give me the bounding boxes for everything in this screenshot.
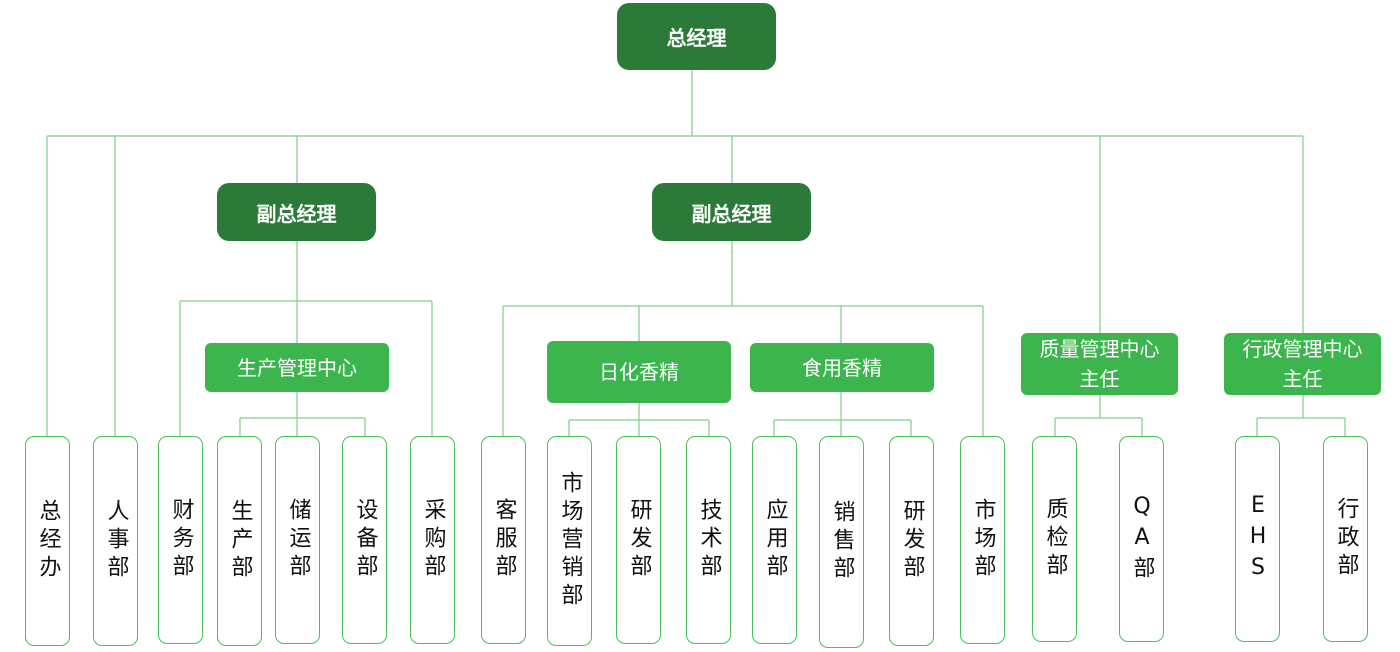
dept-label: EHS [1245,492,1271,586]
dept-label: 客服部 [491,498,517,582]
dept-label: 储运部 [285,498,311,582]
vp-left-node: 副总经理 [217,183,376,241]
dept-rd-daily: 研发部 [616,436,661,644]
quality-center-node: 质量管理中心 主任 [1021,333,1178,395]
dept-label: 生产部 [227,499,253,583]
dept-administration: 行政部 [1323,436,1368,642]
dept-label: 应用部 [762,498,788,582]
dept-label: QA部 [1129,494,1155,584]
dept-label: 市场部 [970,498,996,582]
dept-qa: QA部 [1119,436,1164,642]
dept-label: 技术部 [696,498,722,582]
dept-label: 研发部 [626,498,652,582]
dept-label: 销售部 [829,500,855,584]
dept-label: 设备部 [352,498,378,582]
dept-application: 应用部 [752,436,797,644]
dept-market: 市场部 [960,436,1005,644]
production-center-node: 生产管理中心 [205,343,389,392]
dept-marketing-sales: 市场营销部 [547,436,592,646]
dept-finance: 财务部 [158,436,203,644]
dept-label: 研发部 [899,499,925,583]
dept-label: 财务部 [168,498,194,582]
dept-label: 人事部 [103,499,129,583]
dept-ehs: EHS [1235,436,1280,642]
food-flavor-node: 食用香精 [750,343,934,392]
dept-hr: 人事部 [93,436,138,646]
daily-flavor-node: 日化香精 [547,341,731,403]
dept-production: 生产部 [217,436,262,646]
dept-rd-food: 研发部 [889,436,934,646]
dept-label: 总经办 [35,499,61,583]
dept-sales: 销售部 [819,436,864,648]
dept-customer-service: 客服部 [481,436,526,644]
admin-center-node: 行政管理中心 主任 [1224,333,1381,395]
vp-mid-node: 副总经理 [652,183,811,241]
dept-label: 采购部 [420,498,446,582]
dept-technology: 技术部 [686,436,731,644]
dept-label: 质检部 [1042,497,1068,581]
dept-label: 市场营销部 [557,471,583,611]
dept-quality-inspection: 质检部 [1032,436,1077,642]
dept-ceo-office: 总经办 [25,436,70,646]
ceo-node: 总经理 [617,3,776,70]
dept-purchasing: 采购部 [410,436,455,644]
dept-equipment: 设备部 [342,436,387,644]
dept-logistics: 储运部 [275,436,320,644]
dept-label: 行政部 [1333,497,1359,581]
